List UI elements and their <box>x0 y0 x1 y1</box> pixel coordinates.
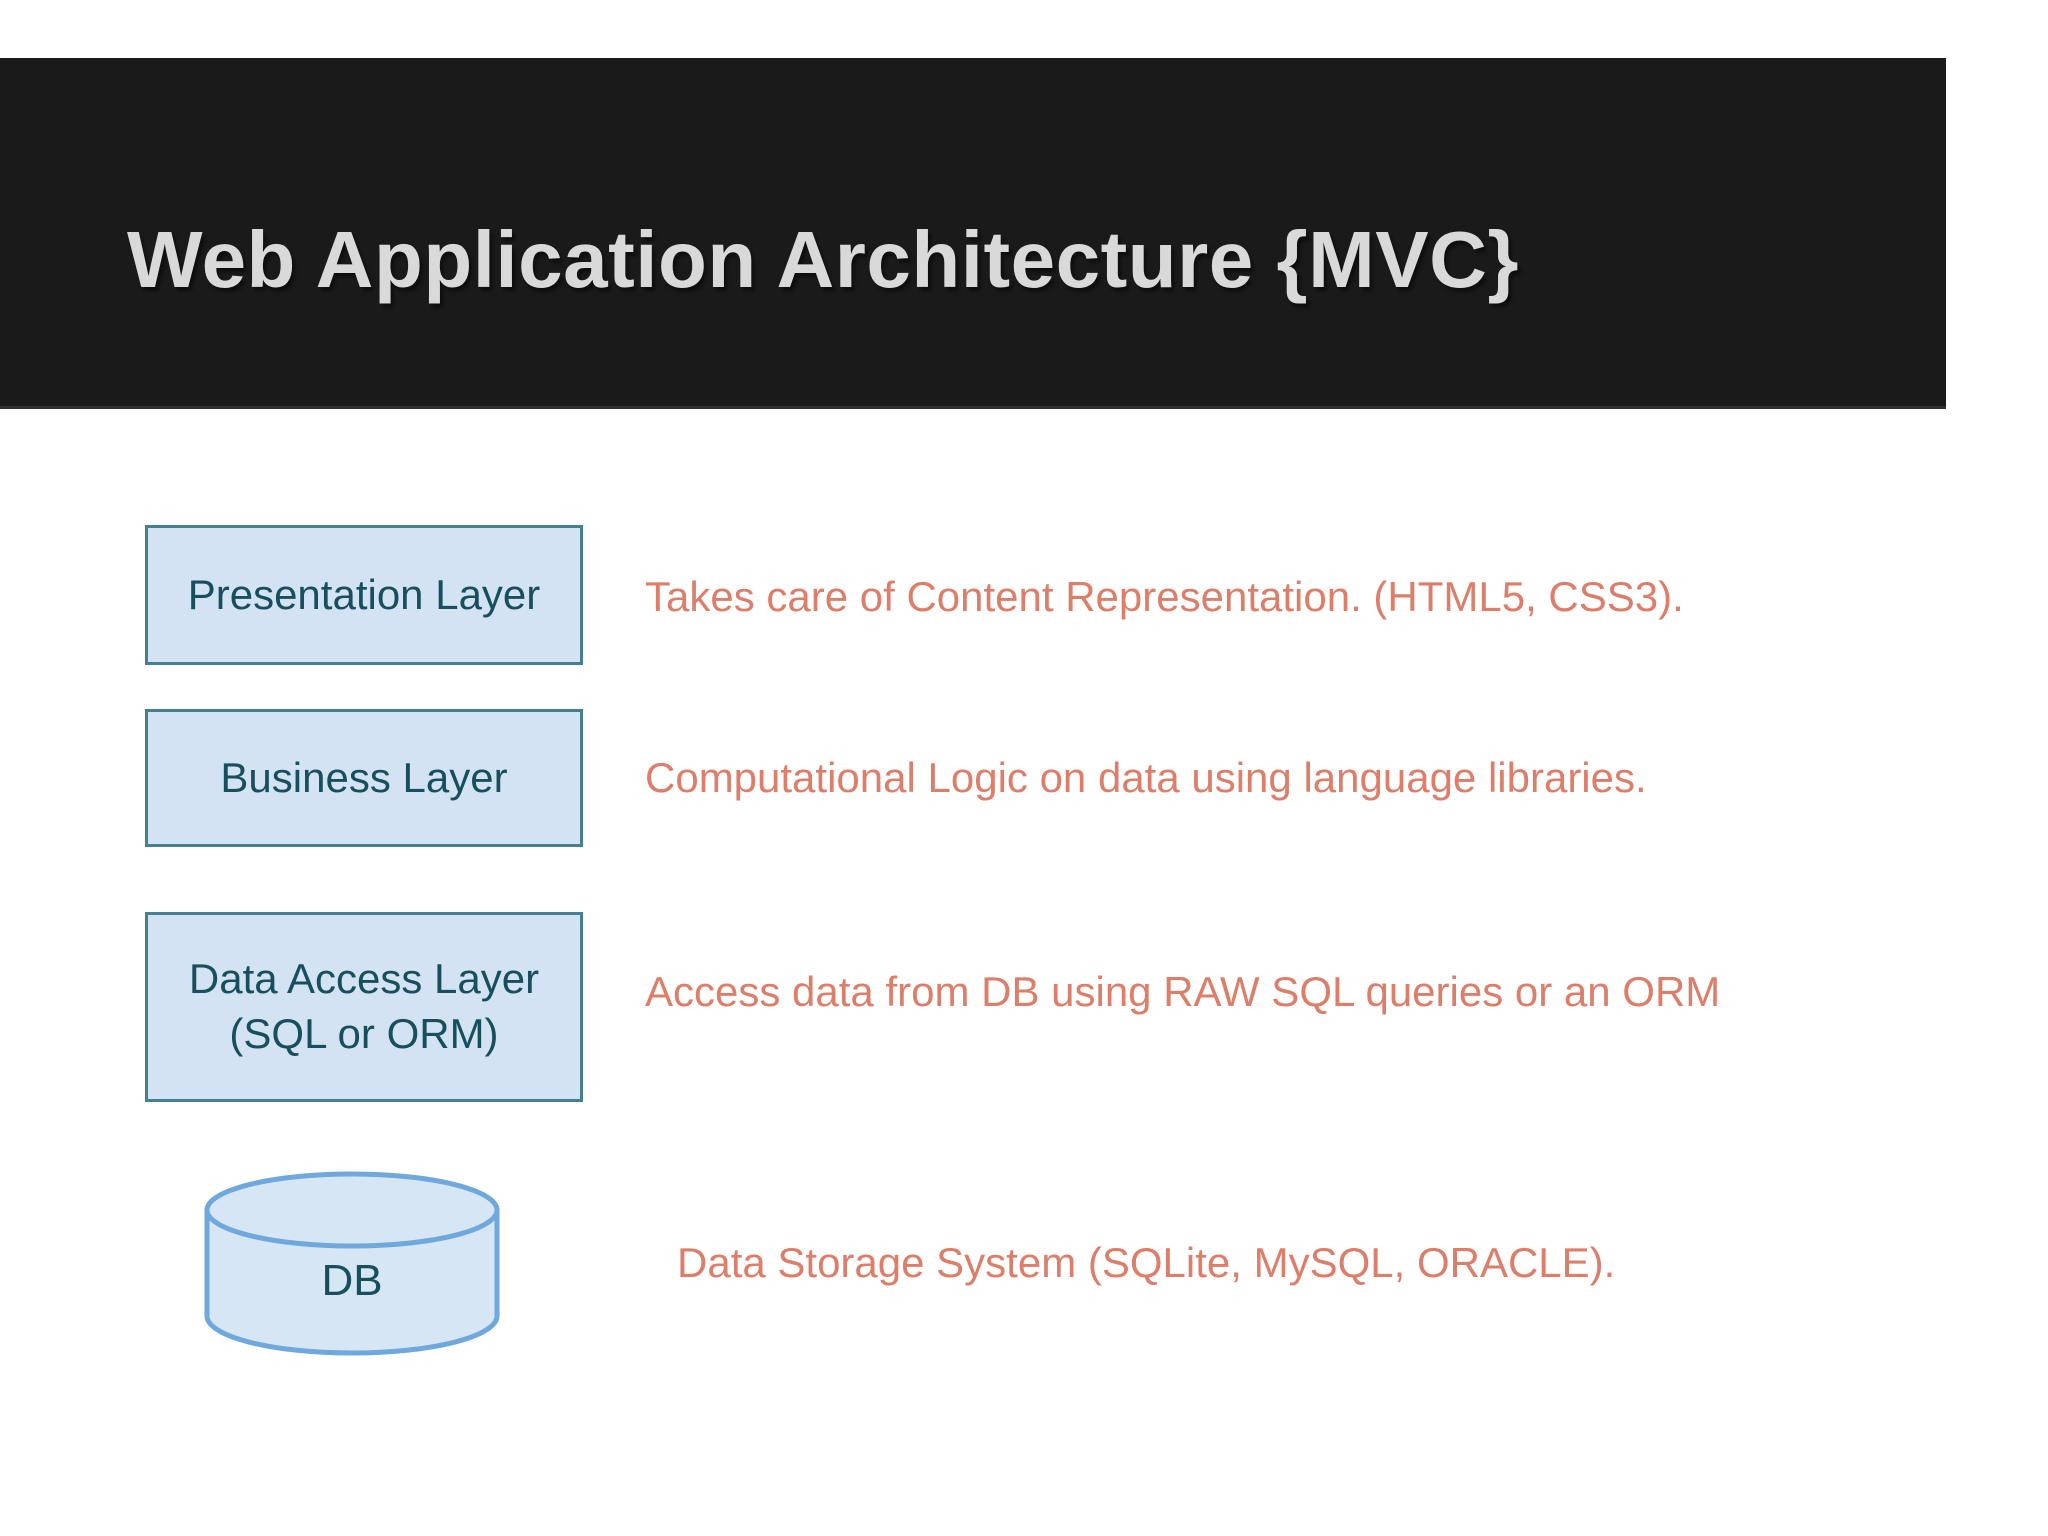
presentation-layer-description: Takes care of Content Representation. (H… <box>645 573 1684 620</box>
db-description: Data Storage System (SQLite, MySQL, ORAC… <box>677 1239 1616 1286</box>
slide-title: Web Application Architecture {MVC} <box>127 215 1519 304</box>
data-access-layer-box: Data Access Layer (SQL or ORM) <box>145 912 583 1102</box>
data-access-layer-label: Data Access Layer (SQL or ORM) <box>188 955 540 1057</box>
title-band: Web Application Architecture {MVC} <box>0 58 1946 409</box>
data-access-layer-description: Access data from DB using RAW SQL querie… <box>645 968 1721 1015</box>
business-layer-description: Computational Logic on data using langua… <box>645 754 1647 801</box>
business-layer-label: Business Layer <box>220 753 508 801</box>
db-cylinder: DB <box>203 1168 501 1358</box>
database-cylinder-icon <box>204 1171 500 1356</box>
db-label: DB <box>321 1256 383 1305</box>
business-layer-box: Business Layer <box>145 709 583 847</box>
presentation-layer-box: Presentation Layer <box>145 525 583 665</box>
presentation-layer-label: Presentation Layer <box>187 570 541 618</box>
